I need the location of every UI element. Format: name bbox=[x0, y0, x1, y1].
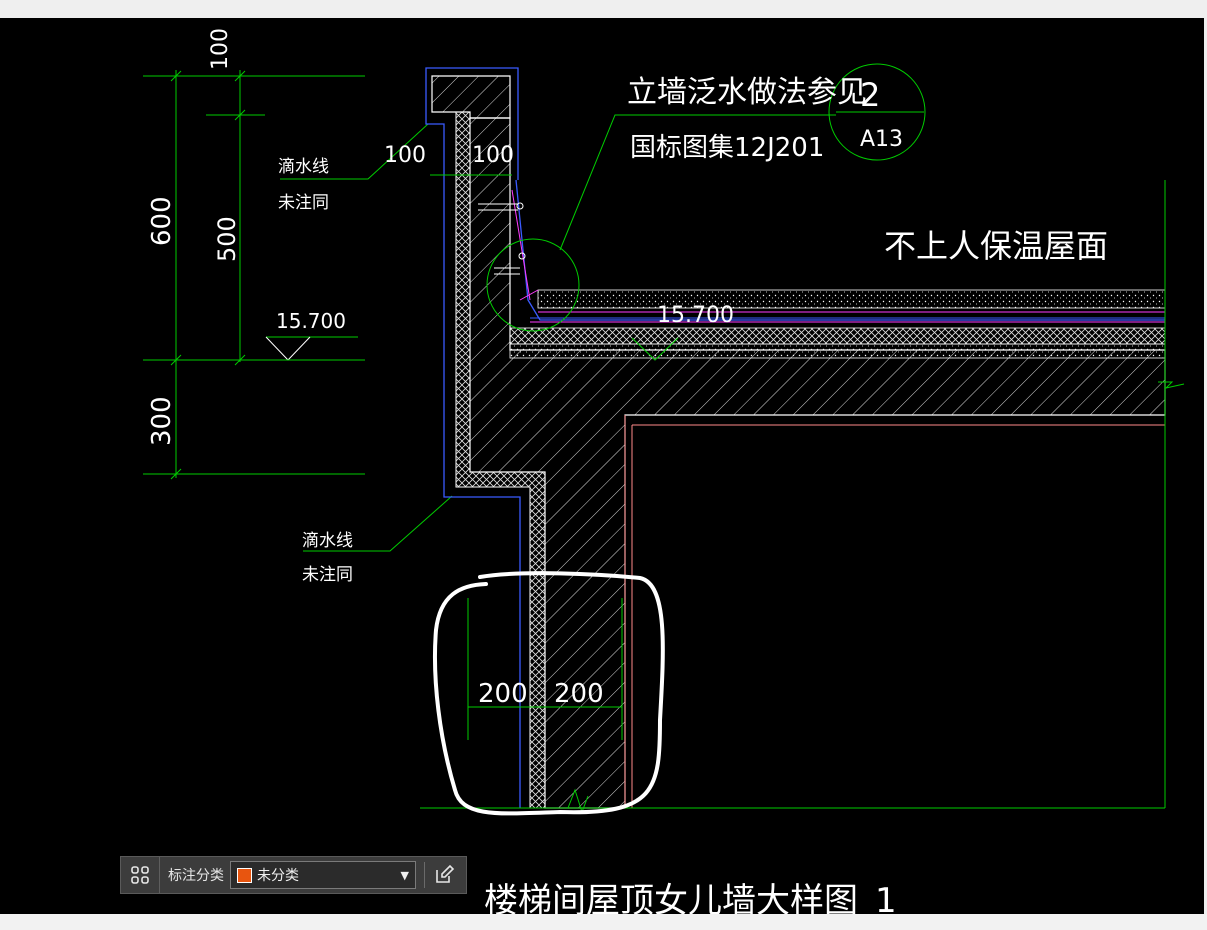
right-strip bbox=[1204, 0, 1207, 930]
annotation-category-toolbar: 标注分类 未分类 ▼ bbox=[120, 856, 467, 894]
elevation-left-label: 15.700 bbox=[276, 309, 346, 333]
drip-label-1-line1: 滴水线 bbox=[278, 157, 329, 177]
dim-200-right: 200 bbox=[554, 679, 604, 709]
elevation-roof-marker bbox=[631, 337, 679, 361]
detail-number: 2 bbox=[860, 76, 880, 114]
dim-100-top: 100 bbox=[208, 28, 233, 70]
dim-100-b: 100 bbox=[472, 143, 514, 168]
note-line1: 立墙泛水做法参见 bbox=[627, 75, 867, 110]
edit-icon[interactable] bbox=[425, 857, 463, 893]
parapet-detail-drawing: 100 600 500 300 15.700 滴水线 未注同 滴水线 未注同 bbox=[143, 28, 1185, 914]
drip-label-2-line1: 滴水线 bbox=[302, 531, 353, 551]
toolbar-divider bbox=[424, 862, 425, 888]
grid-icon[interactable] bbox=[121, 857, 160, 893]
drip-leader-1 bbox=[280, 123, 429, 180]
category-select-value: 未分类 bbox=[257, 868, 299, 884]
dim-200-left: 200 bbox=[478, 679, 528, 709]
reference-annotation bbox=[486, 63, 926, 332]
right-boundary bbox=[420, 180, 1185, 814]
drip-leader-2 bbox=[303, 495, 453, 552]
flashing-fixing bbox=[478, 202, 526, 275]
bottom-strip bbox=[0, 914, 1207, 930]
note-line2: 国标图集12J201 bbox=[630, 133, 824, 163]
hand-drawn-highlight bbox=[432, 571, 665, 816]
cad-canvas[interactable]: 100 600 500 300 15.700 滴水线 未注同 滴水线 未注同 bbox=[0, 18, 1204, 914]
drip-label-2-line2: 未注同 bbox=[302, 565, 353, 585]
dim-wall-bottom bbox=[467, 598, 623, 740]
elevation-marker-left bbox=[240, 336, 358, 361]
drawing-title: 楼梯间屋顶女儿墙大样图_1 bbox=[484, 881, 897, 914]
roof-type-label: 不上人保温屋面 bbox=[884, 227, 1108, 265]
dim-500: 500 bbox=[213, 216, 241, 262]
roof-layers bbox=[509, 189, 1166, 359]
detail-sheet: A13 bbox=[860, 127, 903, 152]
dim-100-a: 100 bbox=[384, 143, 426, 168]
drip-label-1-line2: 未注同 bbox=[278, 193, 329, 213]
dim-300: 300 bbox=[147, 396, 177, 446]
elevation-roof-label: 15.700 bbox=[657, 303, 734, 328]
category-select[interactable]: 未分类 ▼ bbox=[230, 861, 416, 889]
dim-600: 600 bbox=[147, 196, 177, 246]
category-color-swatch bbox=[237, 867, 252, 883]
top-strip bbox=[0, 0, 1207, 18]
chevron-down-icon: ▼ bbox=[400, 868, 409, 882]
category-label: 标注分类 bbox=[168, 868, 224, 884]
left-dimension-chain bbox=[143, 70, 365, 480]
